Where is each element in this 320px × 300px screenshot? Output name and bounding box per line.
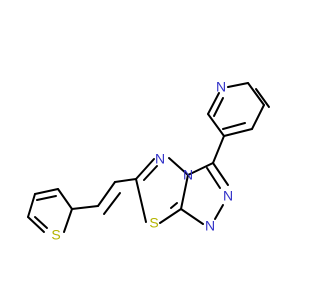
vinyl-linker bbox=[71, 178, 137, 215]
thiophene-sulfur-label: S bbox=[51, 227, 60, 243]
bond-pyridine-2 bbox=[207, 92, 220, 115]
bond-thiophene-double-2 bbox=[34, 216, 48, 229]
triazole-nitrogen-upper-label: N bbox=[223, 188, 233, 204]
bond-pyridine-double-3 bbox=[222, 122, 246, 130]
bond-thiophene-3 bbox=[27, 193, 36, 218]
bond-thiophene-double-1 bbox=[36, 195, 57, 201]
bond-pyridine-6 bbox=[223, 128, 253, 137]
bond-core-5 bbox=[180, 174, 189, 210]
bond-vinyl-1 bbox=[114, 178, 137, 183]
bond-core-2 bbox=[212, 162, 229, 186]
bond-core-double-2 bbox=[170, 202, 178, 209]
bond-pyridine-5 bbox=[251, 104, 265, 130]
bond-pyridine-4 bbox=[247, 82, 265, 106]
bond-core-1 bbox=[187, 162, 214, 176]
pyridine-ring bbox=[207, 82, 270, 137]
bond-thiophene-1 bbox=[57, 188, 73, 210]
bond-core-3 bbox=[214, 204, 224, 220]
bond-thiophene-2 bbox=[34, 188, 59, 195]
bond-vinyl-3 bbox=[103, 192, 121, 215]
bond-pyridine-1 bbox=[207, 113, 225, 137]
bond-vinyl-2 bbox=[97, 181, 116, 207]
bond-core-double-1 bbox=[206, 167, 221, 189]
thiadiazole-sulfur-label: S bbox=[149, 215, 158, 231]
fused-nitrogen-label: N bbox=[183, 167, 193, 183]
bond-thiophene-4 bbox=[27, 216, 45, 233]
bond-core-double-3 bbox=[143, 165, 158, 181]
bond-pyridine-double-2 bbox=[255, 88, 270, 108]
pyridine-nitrogen-label: N bbox=[216, 79, 226, 95]
bond-core-7 bbox=[135, 178, 147, 223]
bond-core-4 bbox=[180, 208, 204, 225]
bond-pyridine-double-1 bbox=[213, 97, 224, 117]
bond-pyridine-triazole bbox=[212, 135, 225, 164]
bond-thiophene-5 bbox=[63, 208, 73, 233]
bond-core-8 bbox=[135, 158, 155, 180]
thiadiazole-nitrogen-label: N bbox=[155, 151, 165, 167]
triazole-nitrogen-lower-label: N bbox=[205, 218, 215, 234]
bond-core-6 bbox=[159, 208, 182, 224]
thiophene-ring bbox=[27, 188, 73, 233]
bond-pyridine-3 bbox=[227, 82, 249, 88]
bond-vinyl-4 bbox=[71, 205, 99, 210]
molecule-diagram: N N N N N S S bbox=[27, 78, 270, 243]
structure-svg: N N N N N S S bbox=[27, 79, 270, 243]
fused-core bbox=[135, 157, 229, 225]
bond-core-9 bbox=[168, 157, 189, 176]
